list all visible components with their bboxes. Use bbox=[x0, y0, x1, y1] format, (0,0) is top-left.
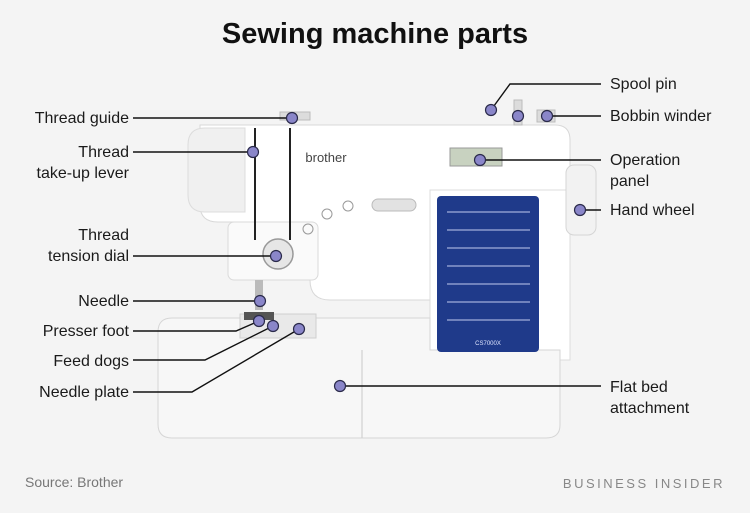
leader-lines bbox=[133, 83, 601, 393]
control-button bbox=[302, 223, 314, 235]
machine-base bbox=[157, 317, 561, 439]
dot-spool-pin-2 bbox=[511, 109, 525, 123]
dot-hand-wheel bbox=[573, 203, 587, 217]
model-text: CS7000X bbox=[475, 341, 501, 347]
dot-presser-foot bbox=[252, 314, 266, 328]
label-takeup-line1: Thread bbox=[78, 144, 129, 161]
dot-takeup bbox=[246, 145, 260, 159]
label-thread-guide: Thread guide bbox=[34, 110, 129, 127]
stitch-panel bbox=[437, 196, 539, 352]
dot-needle-plate bbox=[292, 322, 306, 336]
leader-presser-foot bbox=[133, 320, 260, 332]
leader-needle-plate bbox=[133, 328, 300, 393]
hand-wheel-shape bbox=[565, 164, 597, 236]
label-flat-bed-line2: attachment bbox=[610, 400, 690, 417]
dot-tension bbox=[269, 249, 283, 263]
dot-thread-guide bbox=[285, 111, 299, 125]
control-button bbox=[342, 200, 354, 212]
publisher-logo: BUSINESS INSIDER bbox=[562, 476, 725, 491]
label-feed-dogs: Feed dogs bbox=[53, 353, 129, 370]
label-needle: Needle bbox=[78, 293, 129, 310]
leader-spool-pin bbox=[490, 83, 601, 111]
dot-feed-dogs bbox=[266, 319, 280, 333]
label-flat-bed-line1: Flat bed bbox=[610, 379, 668, 396]
label-tension-dial: Thread tension dial bbox=[48, 225, 129, 267]
label-takeup-line2: take-up lever bbox=[36, 165, 130, 182]
brand-logo: brother bbox=[305, 150, 347, 165]
label-presser-foot: Presser foot bbox=[42, 323, 129, 340]
label-operation-panel: Operation panel bbox=[610, 150, 680, 192]
marker-dots bbox=[246, 103, 587, 393]
dot-spool-pin bbox=[484, 103, 498, 117]
leader-feed-dogs bbox=[133, 325, 274, 361]
label-flat-bed: Flat bed attachment bbox=[610, 377, 689, 419]
dot-bobbin-winder bbox=[540, 109, 554, 123]
label-needle-plate: Needle plate bbox=[39, 384, 129, 401]
source-credit: Source: Brother bbox=[25, 474, 124, 490]
label-operation-panel-line2: panel bbox=[610, 173, 650, 190]
speed-slider-shape bbox=[371, 198, 417, 212]
control-button bbox=[321, 208, 333, 220]
machine-upper-body bbox=[199, 124, 571, 301]
label-spool-pin: Spool pin bbox=[610, 76, 677, 93]
label-tension-line1: Thread bbox=[78, 227, 129, 244]
label-tension-line2: tension dial bbox=[48, 248, 129, 265]
label-hand-wheel: Hand wheel bbox=[610, 202, 695, 219]
label-takeup-lever: Thread take-up lever bbox=[37, 142, 130, 184]
stitch-rows bbox=[447, 211, 530, 321]
dot-operation-panel bbox=[473, 153, 487, 167]
dot-flat-bed bbox=[333, 379, 347, 393]
diagram-title: Sewing machine parts bbox=[221, 18, 529, 50]
label-bobbin-winder: Bobbin winder bbox=[610, 108, 712, 125]
dot-needle bbox=[253, 294, 267, 308]
label-operation-panel-line1: Operation bbox=[610, 152, 681, 169]
machine-arm-shadow bbox=[187, 127, 246, 213]
